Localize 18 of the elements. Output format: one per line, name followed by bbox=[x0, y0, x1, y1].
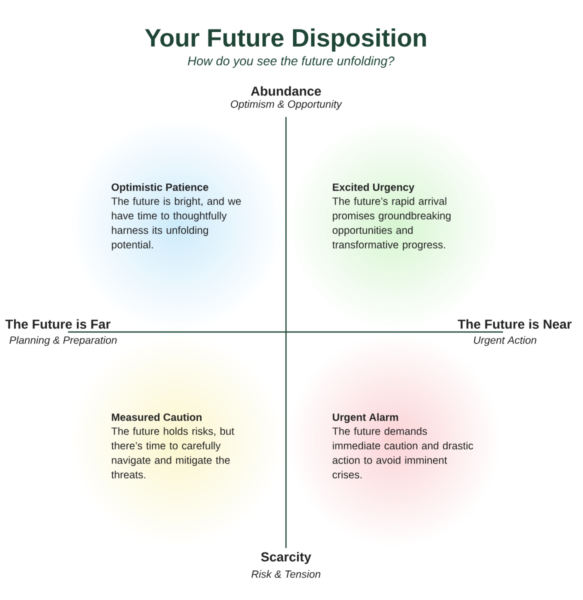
quadrant-description: The future demands immediate caution and drastic action to avoid imminent crises. bbox=[332, 427, 474, 478]
axis-sublabel: Planning & Preparation bbox=[10, 336, 117, 346]
quadrant-description: The future is bright, and we have time to thoughtfully harness its unfolding potential. bbox=[111, 197, 241, 250]
quadrant-heading: Measured Caution bbox=[112, 413, 202, 421]
axis-sublabel: Urgent Action bbox=[474, 336, 536, 346]
quadrant-heading: Optimistic Patience bbox=[112, 183, 208, 193]
quadrant-description: The future holds risks, but there’s time to carefully navigate and mitigate the threats. bbox=[111, 427, 234, 478]
axis-label: The Future is Near bbox=[458, 319, 572, 329]
axis-sublabel: Optimism & Opportunity bbox=[230, 100, 342, 110]
axis-label: Abundance bbox=[250, 86, 322, 96]
axis-label: Scarcity bbox=[260, 552, 312, 564]
title: Your Future Disposition bbox=[145, 28, 426, 52]
quadrant-heading: Excited Urgency bbox=[332, 183, 414, 194]
subtitle: How do you see the future unfolding? bbox=[188, 56, 394, 68]
quadrant-heading: Urgent Alarm bbox=[332, 413, 398, 424]
axis-label: The Future is Far bbox=[5, 319, 111, 329]
axis-sublabel: Risk & Tension bbox=[252, 570, 320, 578]
quadrant-description: The future’s rapid arrival promises groundbreaking opportunities and transformative progress. bbox=[332, 197, 451, 250]
